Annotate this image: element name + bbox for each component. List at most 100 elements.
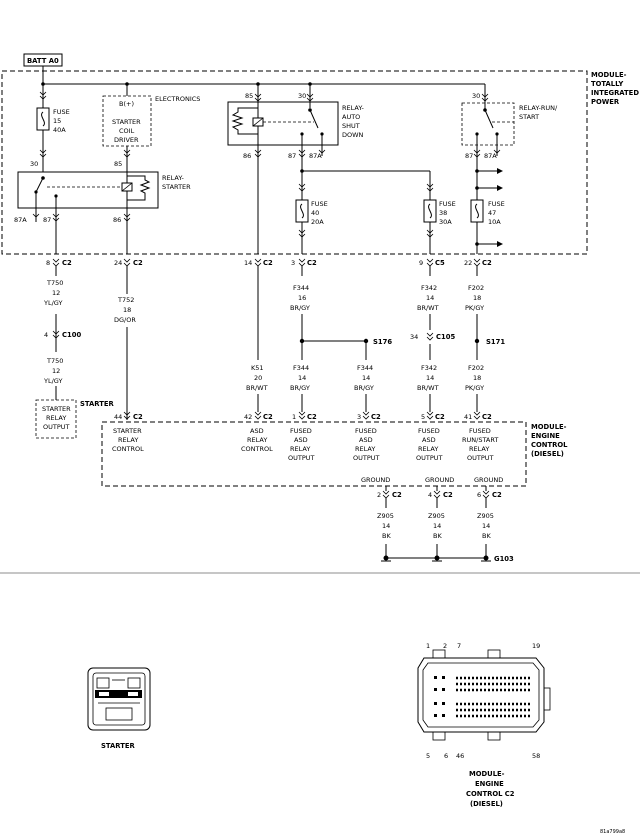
wire-f344-16: F344 16 BR/GY xyxy=(290,284,310,312)
svg-text:CONTROL: CONTROL xyxy=(531,441,568,449)
svg-text:TOTALLY: TOTALLY xyxy=(591,80,623,88)
svg-text:F344: F344 xyxy=(293,284,309,292)
svg-text:RELAY-RUN/: RELAY-RUN/ xyxy=(519,104,558,112)
svg-text:DOWN: DOWN xyxy=(342,131,364,139)
starter-relay-output-box xyxy=(35,399,77,439)
svg-text:RELAY: RELAY xyxy=(46,414,66,422)
fuse-38-label: FUSE 38 30A xyxy=(439,200,456,226)
svg-text:STARTER: STARTER xyxy=(113,427,142,435)
svg-text:T750: T750 xyxy=(46,357,63,365)
svg-text:OUTPUT: OUTPUT xyxy=(467,454,494,462)
starter-view-label: STARTER xyxy=(101,742,135,750)
svg-text:START: START xyxy=(519,113,539,121)
svg-text:BR/WT: BR/WT xyxy=(417,304,439,312)
svg-text:ASD: ASD xyxy=(250,427,264,435)
svg-text:14: 14 xyxy=(426,294,434,302)
fuse-40-label: FUSE 40 20A xyxy=(311,200,328,226)
svg-text:C2: C2 xyxy=(482,259,492,267)
svg-text:F342: F342 xyxy=(421,284,437,292)
svg-text:ASD: ASD xyxy=(422,436,436,444)
svg-text:F342: F342 xyxy=(421,364,437,372)
svg-text:30A: 30A xyxy=(439,218,452,226)
svg-text:58: 58 xyxy=(532,752,540,760)
svg-text:2: 2 xyxy=(443,642,447,650)
svg-text:YL/GY: YL/GY xyxy=(43,377,62,385)
svg-text:RELAY: RELAY xyxy=(355,445,375,453)
svg-text:BR/GY: BR/GY xyxy=(290,304,310,312)
svg-text:14: 14 xyxy=(298,374,306,382)
ecm-pin-fused-run-start: FUSED RUN/START RELAY OUTPUT xyxy=(462,427,498,462)
svg-text:BATT A0: BATT A0 xyxy=(27,57,59,65)
svg-text:C2: C2 xyxy=(482,413,492,421)
svg-text:STARTER: STARTER xyxy=(42,405,71,413)
svg-text:BK: BK xyxy=(482,532,491,540)
svg-text:C5: C5 xyxy=(435,259,445,267)
svg-text:14: 14 xyxy=(362,374,370,382)
svg-text:14: 14 xyxy=(382,522,390,530)
connector-5-c2: 5 C2 xyxy=(421,411,445,421)
svg-text:C2: C2 xyxy=(371,413,381,421)
svg-text:DG/OR: DG/OR xyxy=(114,316,136,324)
svg-text:T752: T752 xyxy=(117,296,134,304)
svg-text:CONTROL: CONTROL xyxy=(241,445,273,453)
svg-text:C2: C2 xyxy=(307,413,317,421)
svg-text:87: 87 xyxy=(43,216,51,224)
wire-t750-lower: T750 12 YL/GY xyxy=(43,357,63,385)
svg-text:47: 47 xyxy=(488,209,496,217)
svg-text:C2: C2 xyxy=(392,491,402,499)
svg-text:87: 87 xyxy=(288,152,296,160)
ecm-pin-fused-asd-1: FUSED ASD RELAY OUTPUT xyxy=(288,427,315,462)
ecm-module-label: MODULE- ENGINE CONTROL (DIESEL) xyxy=(531,423,568,458)
svg-text:(DIESEL): (DIESEL) xyxy=(531,450,564,458)
svg-text:85: 85 xyxy=(245,92,253,100)
tipm-module-label: MODULE- TOTALLY INTEGRATED POWER xyxy=(591,71,639,106)
starter-relay-output-label: STARTER RELAY OUTPUT xyxy=(42,405,71,431)
figure-id: 81a799a8 xyxy=(600,829,625,835)
svg-text:RELAY: RELAY xyxy=(290,445,310,453)
svg-text:OUTPUT: OUTPUT xyxy=(416,454,443,462)
svg-text:STARTER: STARTER xyxy=(112,118,141,126)
svg-text:PK/GY: PK/GY xyxy=(465,304,484,312)
svg-text:42: 42 xyxy=(244,413,252,421)
svg-text:C105: C105 xyxy=(436,333,455,341)
svg-text:FUSE: FUSE xyxy=(488,200,505,208)
svg-text:3: 3 xyxy=(291,259,295,267)
connector-44-c2: 44 C2 xyxy=(114,411,143,421)
svg-text:16: 16 xyxy=(298,294,306,302)
svg-text:BK: BK xyxy=(382,532,391,540)
connector-42-c2: 42 C2 xyxy=(244,411,273,421)
svg-text:F202: F202 xyxy=(468,364,484,372)
svg-text:40: 40 xyxy=(311,209,319,217)
svg-text:9: 9 xyxy=(419,259,423,267)
svg-text:10A: 10A xyxy=(488,218,501,226)
wire-f342-upper: F342 14 BR/WT xyxy=(417,284,439,312)
svg-text:ENGINE: ENGINE xyxy=(531,432,560,440)
svg-text:24: 24 xyxy=(114,259,122,267)
starter-coil-driver-label: STARTER COIL DRIVER xyxy=(112,118,141,144)
svg-text:FUSED: FUSED xyxy=(290,427,312,435)
svg-text:C100: C100 xyxy=(62,331,81,339)
svg-text:S171: S171 xyxy=(486,338,505,346)
svg-text:DRIVER: DRIVER xyxy=(114,136,139,144)
wire-z905-1: Z905 14 BK xyxy=(377,512,394,540)
svg-text:85: 85 xyxy=(114,160,122,168)
connector-4-c2: 4 C2 xyxy=(428,490,453,499)
svg-text:GROUND: GROUND xyxy=(474,476,503,484)
svg-text:7: 7 xyxy=(457,642,461,650)
connector-1-c2: 1 C2 xyxy=(292,411,317,421)
relay-starter-label: RELAY- STARTER xyxy=(162,174,191,191)
batt-a0-label: BATT A0 xyxy=(23,53,63,67)
svg-text:Z905: Z905 xyxy=(377,512,394,520)
svg-text:C2: C2 xyxy=(492,491,502,499)
svg-text:5: 5 xyxy=(421,413,425,421)
svg-text:OUTPUT: OUTPUT xyxy=(353,454,380,462)
ecm-c2-connector-view xyxy=(417,649,551,741)
svg-text:RELAY: RELAY xyxy=(118,436,138,444)
svg-text:ENGINE: ENGINE xyxy=(475,780,504,788)
svg-text:C2: C2 xyxy=(62,259,72,267)
svg-text:40A: 40A xyxy=(53,126,66,134)
svg-text:ASD: ASD xyxy=(294,436,308,444)
svg-text:MODULE-: MODULE- xyxy=(591,71,627,79)
connector-24-c2: 24 C2 xyxy=(114,258,143,267)
